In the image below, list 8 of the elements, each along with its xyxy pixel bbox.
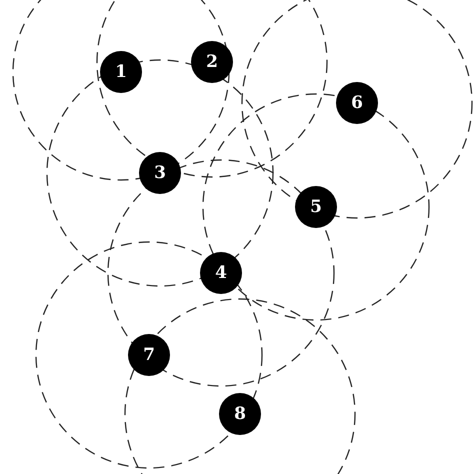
node-circle: 4: [200, 252, 242, 294]
node-circle: 1: [100, 51, 142, 93]
node-circle: 6: [336, 82, 378, 124]
node-circle: 7: [128, 334, 170, 376]
node-circle: 5: [295, 186, 337, 228]
node-circle: 3: [139, 152, 181, 194]
node-circle: 2: [191, 41, 233, 83]
node-circle: 8: [219, 393, 261, 435]
